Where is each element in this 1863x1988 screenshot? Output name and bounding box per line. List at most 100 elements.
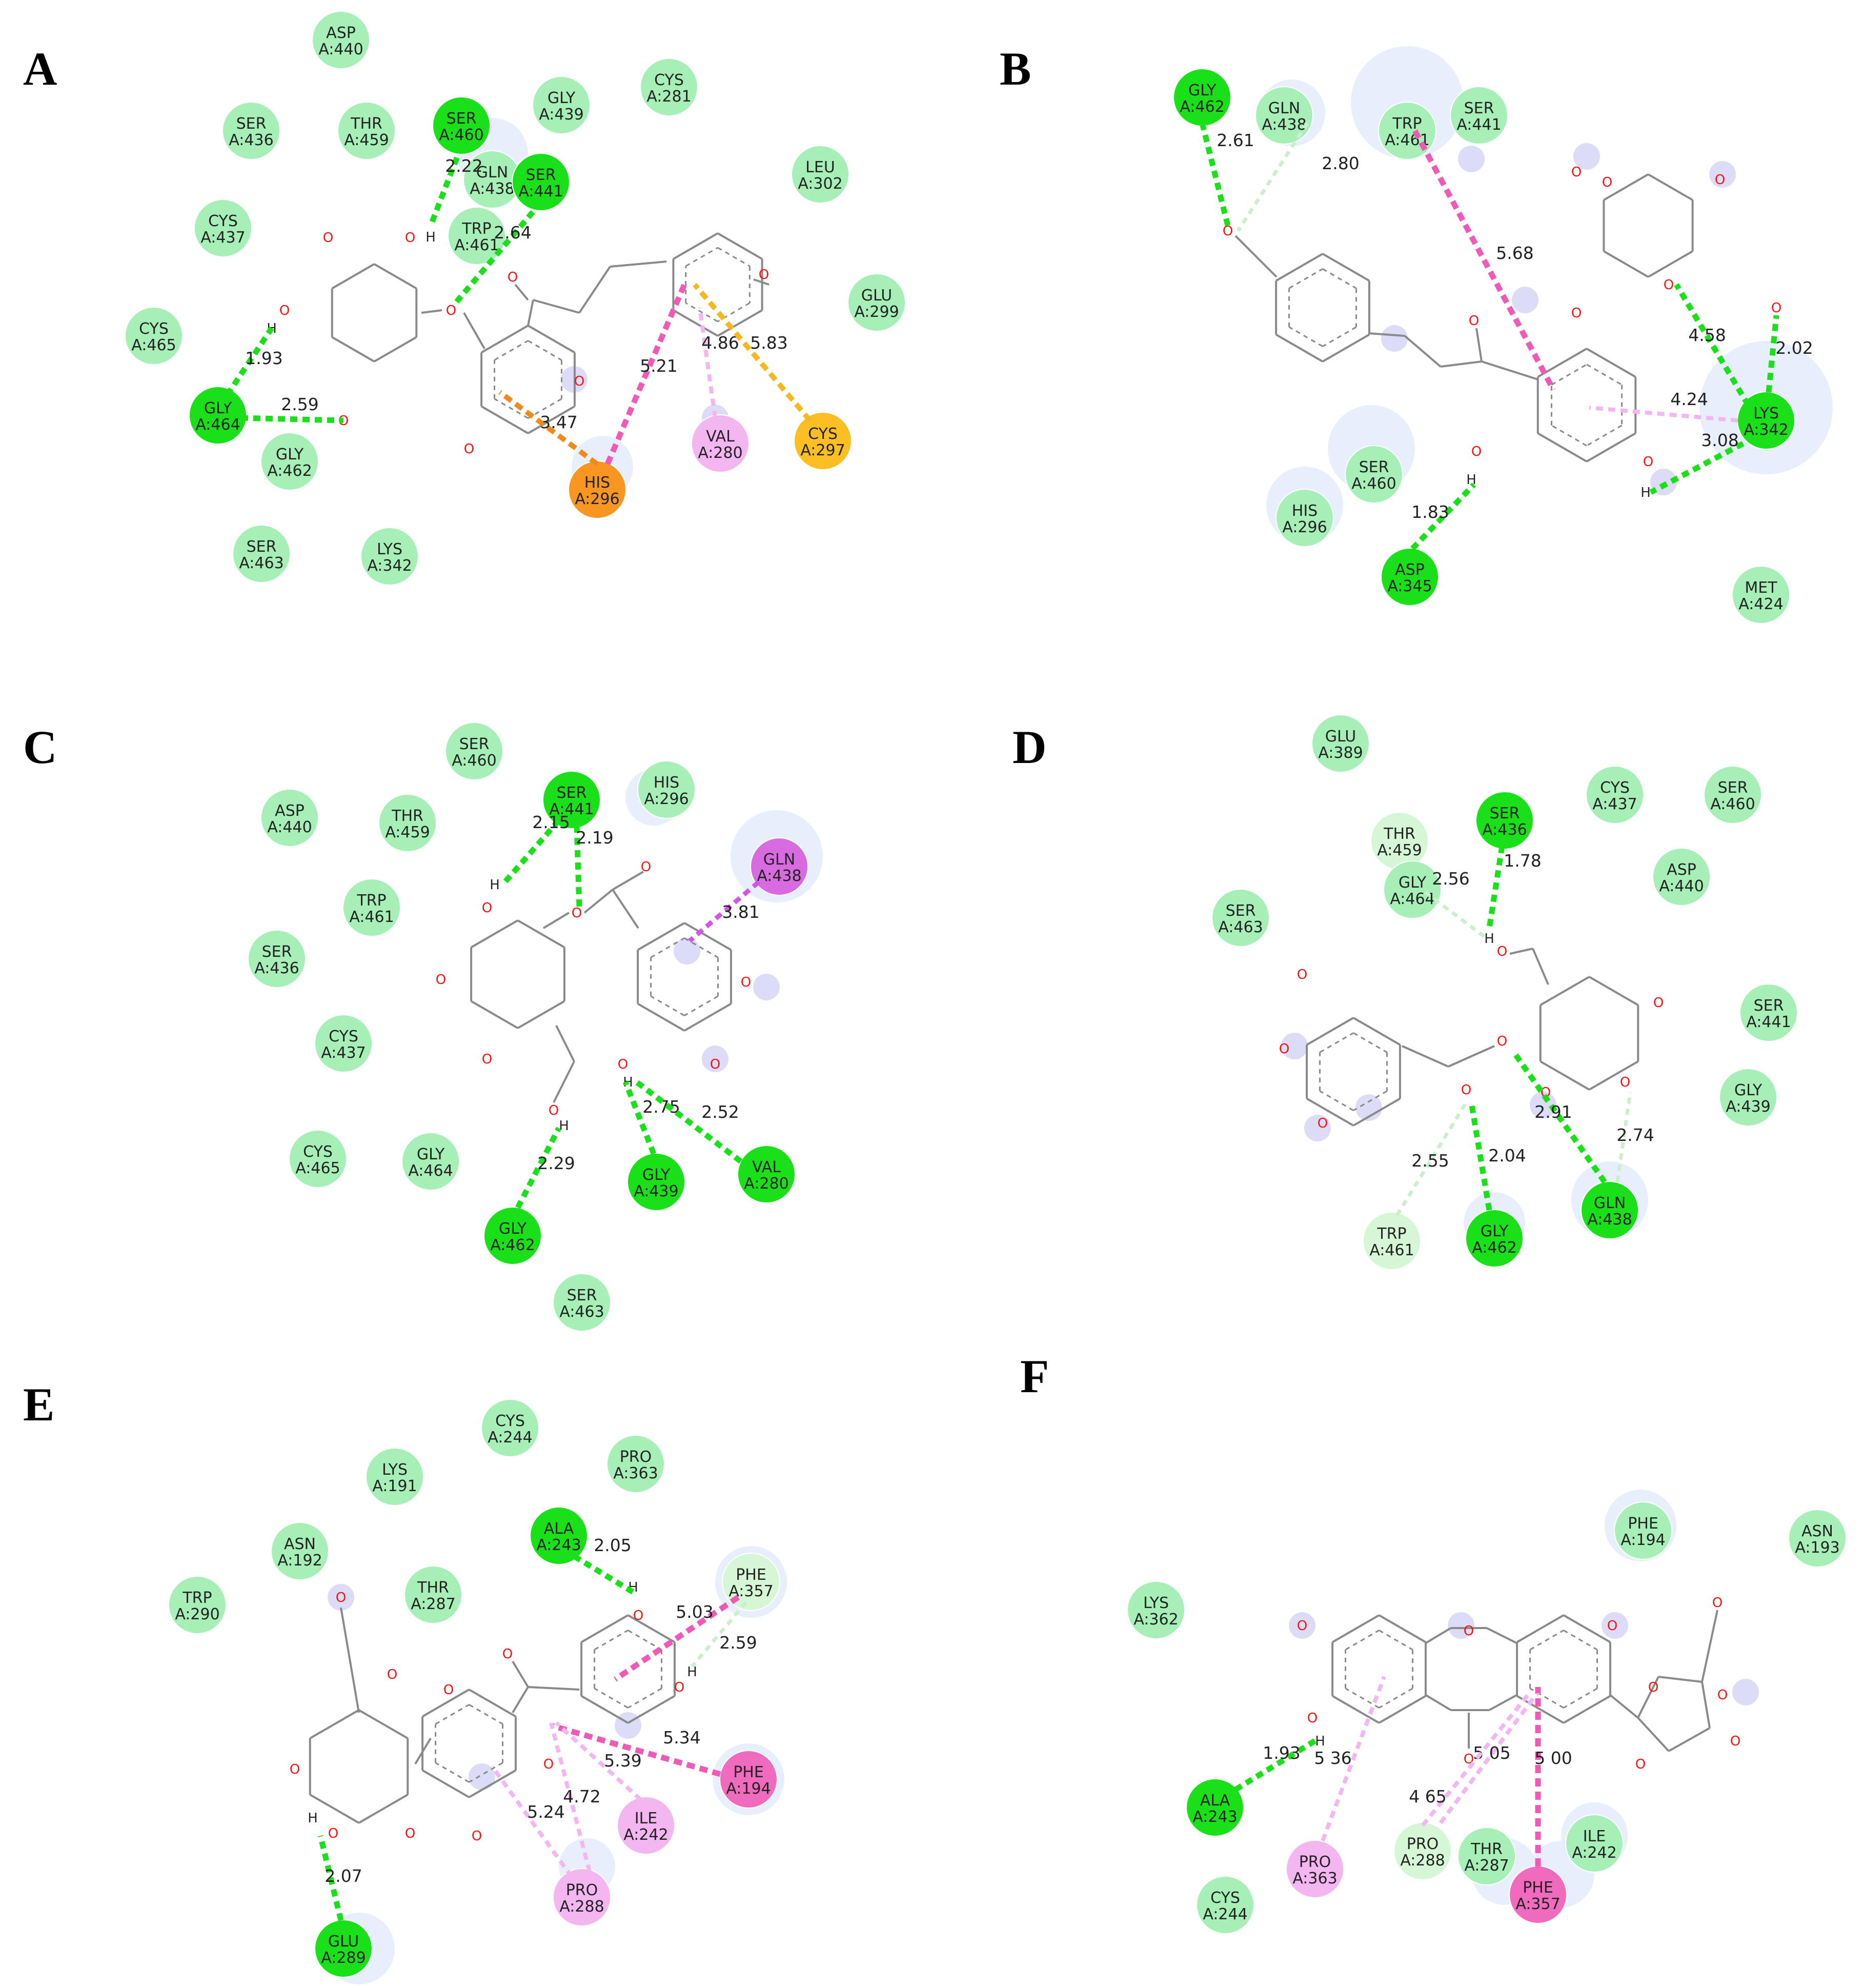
oxygen-atom: O bbox=[482, 900, 492, 916]
hydrogen-atom: H bbox=[1641, 485, 1651, 500]
residue-name: LYS bbox=[382, 1461, 408, 1479]
accessibility-blob bbox=[702, 1046, 728, 1072]
residue-name: PHE bbox=[1628, 1515, 1658, 1533]
aromatic-bond bbox=[1379, 1630, 1413, 1651]
residue-name: ILE bbox=[635, 1810, 658, 1828]
residue-disc bbox=[448, 207, 506, 265]
interaction-line bbox=[515, 1127, 561, 1209]
bond-line bbox=[1368, 332, 1405, 337]
residue-disc bbox=[627, 1153, 685, 1211]
residue-chain: A:440 bbox=[1659, 877, 1704, 895]
ring-bond bbox=[517, 919, 565, 949]
distance-label: 1.93 bbox=[1263, 1743, 1300, 1763]
ring-bond bbox=[1586, 348, 1636, 378]
accessibility-blob bbox=[469, 1763, 495, 1790]
ring-bond bbox=[373, 336, 417, 363]
interaction-line bbox=[550, 1722, 721, 1777]
bond-line bbox=[610, 260, 667, 268]
residue-chain: A:441 bbox=[549, 800, 594, 818]
hydrogen-atom: H bbox=[559, 1118, 569, 1134]
residue-chain: A:296 bbox=[644, 790, 688, 808]
panel-label-a: A bbox=[23, 43, 57, 95]
panel-label-e: E bbox=[23, 1378, 54, 1431]
bond-line bbox=[1475, 328, 1483, 362]
distance-label: 5.03 bbox=[676, 1602, 713, 1622]
distance-label: 2.64 bbox=[494, 223, 531, 243]
oxygen-atom: O bbox=[1469, 313, 1479, 329]
residue-disc bbox=[1275, 489, 1334, 547]
interaction-line bbox=[1439, 1691, 1540, 1824]
panel-label-f: F bbox=[1020, 1350, 1049, 1402]
residue-chain: A:460 bbox=[452, 752, 496, 770]
oxygen-atom: O bbox=[472, 1829, 482, 1844]
residue-disc bbox=[168, 1576, 227, 1634]
ring-bond bbox=[1275, 253, 1324, 282]
residue-disc bbox=[1704, 766, 1762, 824]
panel-d: OOOOOOOOOHGLUA:389CYSA:437SERA:460THRA:4… bbox=[1211, 714, 1798, 1270]
interaction-line bbox=[1615, 1092, 1632, 1182]
accessibility-blob bbox=[1602, 1612, 1628, 1639]
residue-disc bbox=[222, 102, 280, 160]
residue-disc bbox=[232, 525, 291, 583]
residue-chain: A:465 bbox=[131, 336, 176, 354]
residue-chain: A:191 bbox=[372, 1477, 417, 1495]
residue-chain: A:439 bbox=[634, 1182, 678, 1200]
residue-disc bbox=[1211, 889, 1270, 947]
residue-chain: A:438 bbox=[1262, 116, 1306, 134]
interaction-line bbox=[698, 307, 717, 418]
aromatic-bond bbox=[1353, 1090, 1388, 1111]
residue-disc bbox=[719, 1750, 778, 1809]
panel-e: OOOOOOOOOOOHHHCYSA:244PROA:363LYSA:191AS… bbox=[168, 1399, 787, 1984]
ring-bond bbox=[331, 263, 375, 290]
ring-bond bbox=[471, 919, 518, 949]
panel-label-c: C bbox=[23, 721, 57, 773]
residue-chain: A:287 bbox=[1464, 1857, 1509, 1875]
ring-bond bbox=[581, 1614, 629, 1643]
residue-disc bbox=[1719, 1068, 1777, 1127]
residue-name: SER bbox=[447, 110, 477, 128]
residue-chain: A:462 bbox=[490, 1236, 535, 1254]
oxygen-atom: O bbox=[328, 1826, 338, 1841]
accessibility-blob bbox=[1381, 325, 1408, 352]
bond-line bbox=[463, 312, 485, 349]
residue-chain: A:460 bbox=[1710, 795, 1755, 813]
oxygen-atom: O bbox=[1497, 944, 1507, 959]
oxygen-atom: O bbox=[1464, 1623, 1474, 1639]
distance-label: 2.07 bbox=[325, 1866, 362, 1886]
residue-name: GLY bbox=[548, 89, 576, 107]
residue-chain: A:296 bbox=[575, 490, 619, 508]
oxygen-atom: O bbox=[1571, 306, 1582, 321]
accessibility-blob bbox=[615, 1712, 641, 1739]
residue-name: PHE bbox=[736, 1566, 766, 1584]
oxygen-atom: O bbox=[323, 230, 333, 246]
residue-name: TRP bbox=[1376, 1225, 1406, 1243]
aromatic-bond bbox=[650, 995, 685, 1016]
residue-chain: A:436 bbox=[1482, 821, 1527, 839]
residue-chain: A:465 bbox=[295, 1159, 340, 1177]
aromatic-bond bbox=[684, 937, 719, 958]
residue-disc bbox=[248, 930, 306, 988]
oxygen-atom: O bbox=[618, 1057, 628, 1072]
residue-chain: A:288 bbox=[1400, 1852, 1445, 1870]
residue-name: THR bbox=[417, 1579, 449, 1597]
ring-bond bbox=[309, 1709, 359, 1739]
residue-disc bbox=[342, 878, 401, 937]
bond-line bbox=[1532, 948, 1549, 985]
